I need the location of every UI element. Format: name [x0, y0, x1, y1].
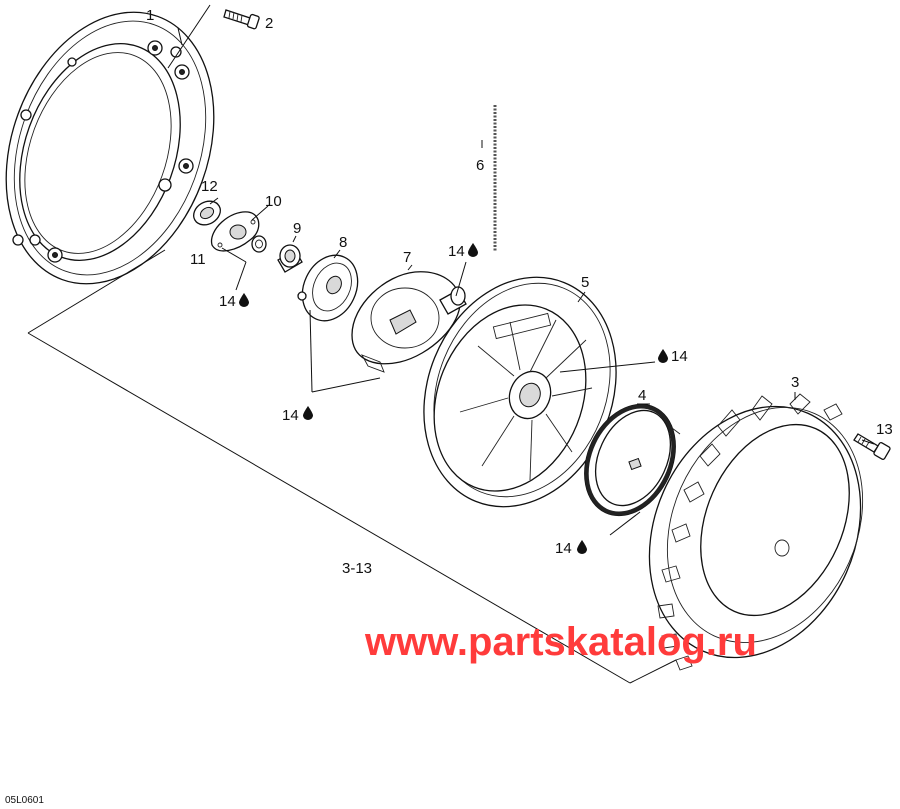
- oil-drop-icon: [303, 406, 313, 420]
- retainer-plate: [193, 200, 221, 226]
- pawl-disc: [297, 254, 359, 322]
- callout-assembly: 3-13: [342, 560, 372, 577]
- drawing-code: 05L0601: [5, 795, 44, 806]
- callout-2: 2: [265, 15, 273, 32]
- guide-plate: [211, 211, 260, 252]
- callout-13: 13: [876, 421, 893, 438]
- rope-sheave: [423, 276, 617, 508]
- watermark-text: www.partskatalog.ru: [364, 620, 757, 664]
- callout-4: 4: [638, 387, 646, 404]
- callout-8: 8: [339, 234, 347, 251]
- callout-12: 12: [201, 178, 218, 195]
- starter-cover: [648, 393, 864, 671]
- cover-bolt: [853, 433, 891, 460]
- housing-bolt: [167, 4, 260, 69]
- lube-label-c: 14: [671, 348, 688, 365]
- lube-label-e: 14: [555, 540, 572, 557]
- callout-10: 10: [265, 193, 282, 210]
- lube-label-d: 14: [282, 407, 299, 424]
- callout-6: 6: [476, 157, 484, 174]
- leader-lines: [27, 27, 875, 684]
- lubricant-markers: 14 14 14 14 14: [219, 243, 688, 557]
- callout-5: 5: [581, 274, 589, 291]
- callout-9: 9: [293, 220, 301, 237]
- washer: [251, 235, 267, 253]
- callout-labels: 1 2 12 10 9 8 11 7 6 5 4 3 13 3-13: [146, 7, 893, 577]
- callout-1: 1: [146, 7, 154, 24]
- oil-drop-icon: [658, 349, 668, 363]
- oil-drop-icon: [239, 293, 249, 307]
- callout-11: 11: [190, 251, 206, 268]
- bushing: [277, 244, 303, 273]
- starter-pawl: [351, 271, 467, 373]
- lube-label-b: 14: [448, 243, 465, 260]
- callout-3: 3: [791, 374, 799, 391]
- lube-label-a: 14: [219, 293, 236, 310]
- starter-housing-ring: [5, 11, 215, 285]
- recoil-spring: [584, 403, 681, 517]
- callout-7: 7: [403, 249, 411, 266]
- oil-drop-icon: [577, 540, 587, 554]
- oil-drop-icon: [468, 243, 478, 257]
